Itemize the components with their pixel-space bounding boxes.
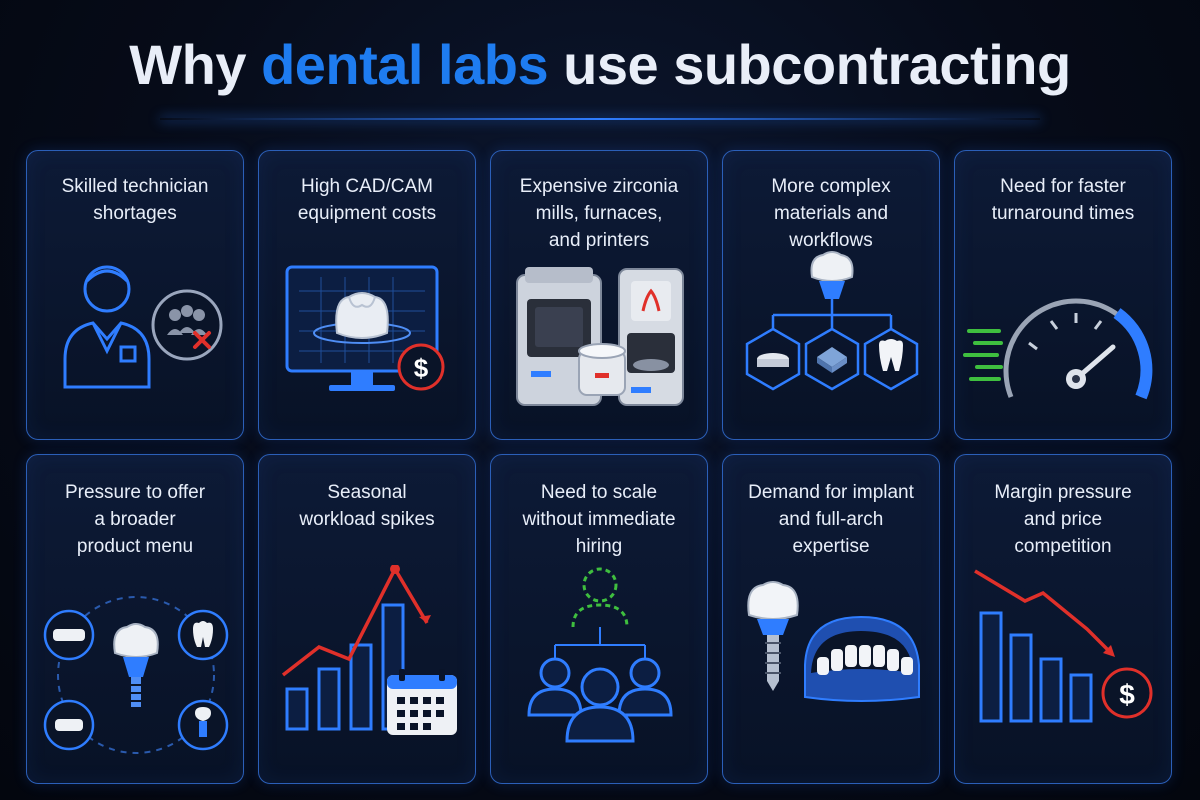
title-highlight: dental labs <box>261 33 549 96</box>
title-suffix: use subcontracting <box>548 33 1071 96</box>
team-scale-icon <box>491 565 707 775</box>
reasons-grid: Skilled technician shortages <box>26 150 1176 784</box>
card-scale-without-hiring: Need to scale without immediate hiring <box>490 454 708 784</box>
speedometer-icon <box>955 247 1171 427</box>
card-label-line: without immediate <box>522 509 676 530</box>
card-label-line: workflows <box>789 230 873 251</box>
card-label-line: and full-arch <box>778 509 884 530</box>
card-label: High CAD/CAM equipment costs <box>267 173 467 227</box>
card-label-line: and price <box>1023 509 1103 530</box>
implant-arch-icon <box>723 565 939 775</box>
page-title: Why dental labs use subcontracting <box>0 30 1200 100</box>
card-label-line: Skilled technician <box>61 176 209 197</box>
svg-text:$: $ <box>414 353 429 383</box>
card-label-line: materials and <box>773 203 889 224</box>
card-broader-product-menu: Pressure to offer a broader product menu <box>26 454 244 784</box>
card-label-line: Margin pressure <box>994 482 1132 503</box>
card-faster-turnaround: Need for faster turnaround times <box>954 150 1172 440</box>
card-label-line: hiring <box>575 536 623 557</box>
card-label-line: expertise <box>792 536 870 557</box>
card-implant-expertise: Demand for implant and full-arch experti… <box>722 454 940 784</box>
mill-furnace-icon <box>491 247 707 427</box>
card-label-line: mills, furnaces, <box>535 203 663 224</box>
card-label: Pressure to offer a broader product menu <box>35 479 235 560</box>
card-label-line: More complex <box>771 176 891 197</box>
card-label-line: shortages <box>93 203 177 224</box>
product-menu-icon <box>27 565 243 775</box>
card-label-line: Pressure to offer <box>64 482 206 503</box>
card-label-line: equipment costs <box>297 203 437 224</box>
card-technician-shortages: Skilled technician shortages <box>26 150 244 440</box>
technician-shortage-icon <box>27 247 243 427</box>
card-label-line: a broader <box>94 509 176 530</box>
card-zirconia-equipment: Expensive zirconia mills, furnaces, and … <box>490 150 708 440</box>
card-label: Need for faster turnaround times <box>963 173 1163 227</box>
card-label-line: Need to scale <box>540 482 658 503</box>
card-label: Demand for implant and full-arch experti… <box>731 479 931 560</box>
card-label: Need to scale without immediate hiring <box>499 479 699 560</box>
svg-text:$: $ <box>1119 679 1135 710</box>
card-margin-pressure: Margin pressure and price competition $ <box>954 454 1172 784</box>
card-label: Expensive zirconia mills, furnaces, and … <box>499 173 699 254</box>
card-label-line: product menu <box>76 536 194 557</box>
card-label-line: Expensive zirconia <box>519 176 679 197</box>
cad-monitor-cost-icon: $ <box>259 247 475 427</box>
card-label-line: Need for faster <box>1000 176 1126 197</box>
card-label-line: workload spikes <box>299 509 435 530</box>
card-label-line: Seasonal <box>327 482 407 503</box>
card-label-line: turnaround times <box>991 203 1135 224</box>
card-label-line: and printers <box>548 230 650 251</box>
card-complex-materials: More complex materials and workflows <box>722 150 940 440</box>
title-divider <box>160 118 1040 120</box>
card-label-line: High CAD/CAM <box>301 176 433 197</box>
card-cad-cam-costs: High CAD/CAM equipment costs $ <box>258 150 476 440</box>
card-label: Seasonal workload spikes <box>267 479 467 533</box>
card-label-line: Demand for implant <box>748 482 914 503</box>
workload-chart-calendar-icon <box>259 565 475 775</box>
title-prefix: Why <box>129 33 262 96</box>
card-label: Margin pressure and price competition <box>963 479 1163 560</box>
declining-margin-icon: $ <box>955 565 1171 775</box>
card-seasonal-spikes: Seasonal workload spikes <box>258 454 476 784</box>
workflow-hexagon-icon <box>723 247 939 427</box>
card-label-line: competition <box>1014 536 1112 557</box>
card-label: More complex materials and workflows <box>731 173 931 254</box>
card-label: Skilled technician shortages <box>35 173 235 227</box>
